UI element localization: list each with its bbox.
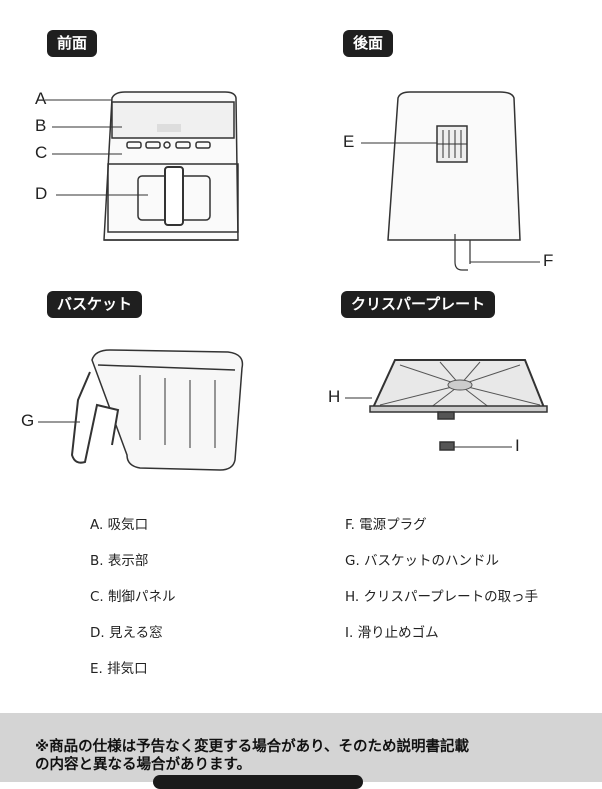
back-view-label: 後面 — [343, 30, 394, 57]
legend-item: E. 排気口 — [90, 661, 148, 677]
letter-h: H — [328, 387, 341, 406]
back-air-fryer — [361, 91, 540, 271]
legend-item: I. 滑り止めゴム — [345, 625, 439, 641]
legend-item: A. 吸気口 — [90, 517, 149, 533]
front-view-label: 前面 — [47, 30, 98, 57]
legend-item: B. 表示部 — [90, 553, 149, 569]
crisper-plate — [345, 359, 548, 451]
letter-a: A — [35, 89, 47, 108]
bottom-bar — [153, 775, 363, 789]
letter-f: F — [543, 251, 554, 270]
legend-item: H. クリスパープレートの取っ手 — [345, 589, 539, 605]
letter-d: D — [35, 184, 48, 203]
crisper-plate-label: クリスパープレート — [341, 291, 496, 318]
letter-e: E — [343, 132, 355, 151]
disclaimer-line-1: ※商品の仕様は予告なく変更する場合があり、そのため説明書記載 — [35, 739, 470, 755]
legend-item: C. 制御パネル — [90, 589, 176, 605]
product-diagram — [38, 91, 548, 471]
letter-i: I — [515, 436, 520, 455]
legend-item: G. バスケットのハンドル — [345, 553, 500, 569]
letter-g: G — [21, 411, 35, 430]
legend-item: D. 見える窓 — [90, 625, 163, 641]
legend-item: F. 電源プラグ — [345, 517, 427, 533]
disclaimer-box: ※商品の仕様は予告なく変更する場合があり、そのため説明書記載 の内容と異なる場合… — [0, 713, 602, 782]
letter-c: C — [35, 143, 48, 162]
basket-label: バスケット — [47, 291, 143, 318]
basket — [38, 349, 244, 471]
disclaimer-line-2: の内容と異なる場合があります。 — [35, 757, 252, 773]
front-air-fryer — [45, 91, 239, 241]
letter-b: B — [35, 116, 47, 135]
